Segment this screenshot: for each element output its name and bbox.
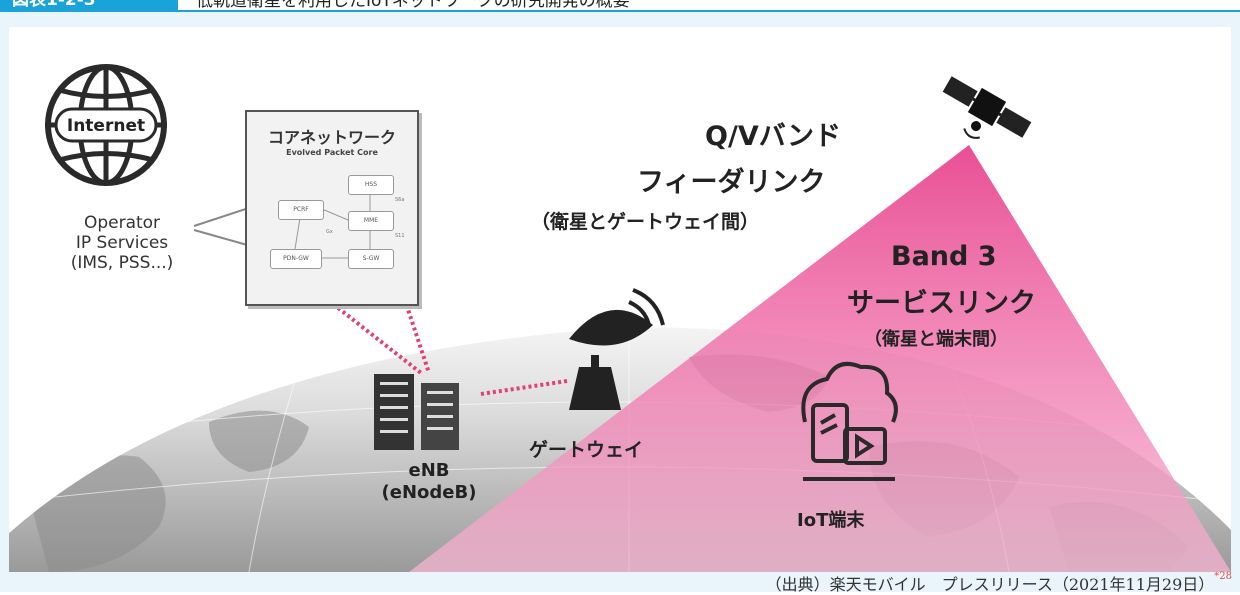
diagram-scene: Internet	[9, 64, 1231, 572]
gateway-label: ゲートウェイ	[529, 439, 644, 461]
pcrf-node: PCRF	[278, 200, 324, 220]
figure-panel: Internet	[0, 12, 1240, 595]
enb-label-line-2: (eNodeB)	[381, 482, 477, 503]
iot-terminal-label: IoT端末	[797, 510, 865, 531]
figure-number: 図表1-2-3	[12, 0, 96, 10]
figure-number-badge: 図表1-2-3	[0, 0, 178, 12]
internet-globe-icon	[45, 64, 167, 186]
source-text: （出典）楽天モバイル プレスリリース（2021年11月29日）	[765, 575, 1215, 594]
service-link-label: サービスリンク	[847, 288, 1036, 319]
band3-label: Band 3	[891, 241, 997, 272]
footnote-marker: *28	[1214, 571, 1232, 582]
feeder-link-sub-label: （衛星とゲートウェイ間）	[531, 211, 760, 233]
core-network-links	[294, 193, 371, 259]
operator-ip-services-label: Operator IP Services (IMS, PSS...)	[57, 213, 187, 273]
s-gw-node: S-GW	[348, 249, 394, 269]
s11-interface-label: S11	[395, 233, 405, 239]
pdn-gw-node: PDN-GW	[270, 249, 322, 269]
gx-interface-label: Gx	[326, 229, 333, 235]
operator-line-1: Operator	[83, 213, 161, 233]
service-link-sub-label: （衛星と端末間）	[864, 329, 1008, 350]
operator-line-3: (IMS, PSS...)	[70, 253, 174, 273]
mme-node: MME	[348, 211, 394, 231]
gateway-dish-icon	[569, 288, 665, 410]
figure-header: 図表1-2-3 低軌道衛星を利用したIoTネットワークの研究開発の概要	[0, 0, 1240, 12]
diagram: Internet	[9, 27, 1231, 572]
core-network-box: コアネットワーク Evolved Packet Core HSS PCRF MM…	[245, 110, 419, 306]
figure-title: 低軌道衛星を利用したIoTネットワークの研究開発の概要	[196, 0, 630, 11]
qv-band-label: Q/Vバンド	[705, 121, 842, 152]
core-network-title: コアネットワーク	[267, 128, 396, 147]
satellite-icon	[942, 76, 1032, 139]
core-network-subtitle: Evolved Packet Core	[286, 148, 378, 157]
operator-line-2: IP Services	[75, 233, 169, 253]
enb-server-icon	[374, 374, 459, 450]
iot-device-icon	[801, 362, 898, 481]
hss-node: HSS	[348, 175, 394, 195]
enb-label-line-1: eNB	[408, 460, 450, 481]
source-citation: （出典）楽天モバイル プレスリリース（2021年11月29日）*28	[700, 571, 1232, 595]
s6a-interface-label: S6a	[395, 197, 405, 203]
header-rule	[0, 10, 1240, 12]
enb-label: eNB (eNodeB)	[379, 460, 479, 504]
feeder-link-label: フィーダリンク	[637, 167, 826, 198]
internet-label: Internet	[67, 116, 145, 136]
service-link-beam	[409, 145, 1231, 572]
